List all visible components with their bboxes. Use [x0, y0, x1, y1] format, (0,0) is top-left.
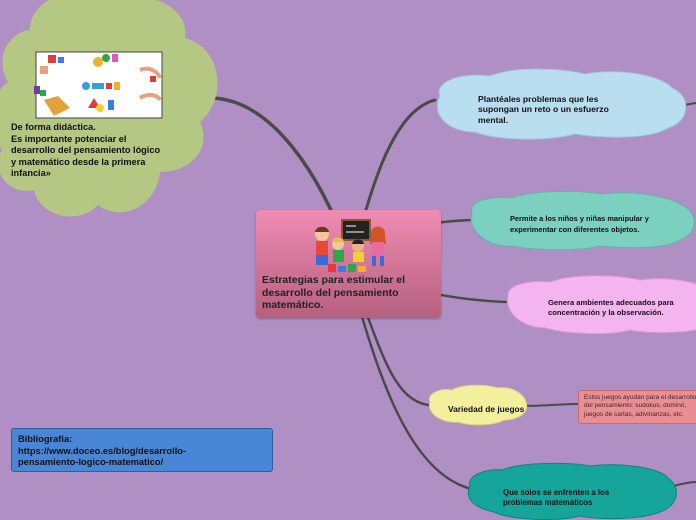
topic-5-line-2: problemas matemáticos — [503, 498, 593, 508]
topic-3-text[interactable]: Genera ambientes adecuados para concentr… — [548, 298, 696, 319]
topic-1-text[interactable]: Plantéales problemas que les supongan un… — [478, 94, 658, 125]
left-topic-line-1: De forma didáctica. — [11, 122, 96, 132]
topic-5-text[interactable]: Que solos se enfrenten a los problemas m… — [503, 488, 663, 508]
topic-4-line-1: Variedad de juegos — [448, 404, 525, 414]
central-topic-title: Estrategias para estimular el desarrollo… — [262, 274, 405, 312]
central-topic[interactable]: Estrategias para estimular el desarrollo… — [256, 210, 441, 318]
topic-1-line-1: Plantéales problemas que les — [478, 94, 599, 104]
topic-1-line-2: supongan un reto o un esfuerzo — [478, 104, 609, 115]
topic-3-line-2: concentración y la observación. — [548, 308, 664, 318]
children-at-blackboard-illustration — [315, 219, 386, 272]
topic-3-line-1: Genera ambientes adecuados para — [548, 298, 674, 307]
games-note-text: Estos juegos ayudan para el desarrollo d… — [584, 394, 696, 418]
topic-1-line-3: mental. — [478, 114, 509, 125]
connector-topic-5 — [354, 294, 470, 490]
topic-cloud-5 — [467, 462, 677, 520]
topic-cloud-4 — [428, 384, 528, 426]
topic-cloud-3 — [506, 275, 696, 335]
bibliography-line-3: pensamiento-logico-matematico/ — [18, 457, 164, 468]
left-topic-text[interactable]: De forma didáctica. Es importante potenc… — [11, 122, 201, 180]
topic-cloud-1 — [437, 68, 687, 140]
bibliography-box[interactable]: Bibliografia: https://www.doceo.es/blog/… — [11, 428, 273, 472]
left-topic-line-4: y matemático desde la primera — [11, 156, 146, 167]
games-note[interactable]: Estos juegos ayudan para el desarrollo d… — [578, 390, 696, 424]
topic-2-line-2: experimentar con diferentes objetos. — [510, 224, 640, 234]
topic-5-line-1: Que solos se enfrenten a los — [503, 488, 610, 497]
bibliography-line-2: https://www.doceo.es/blog/desarrollo- — [18, 445, 187, 456]
topic-cloud-2 — [470, 190, 695, 251]
left-topic-line-3: desarrollo del pensamiento lógico — [11, 145, 161, 155]
left-topic-line-2: Es importante potenciar el — [11, 133, 127, 144]
topic-2-line-1: Permite a los niños y niñas manipular y — [510, 214, 649, 223]
math-manipulatives-illustration — [34, 51, 163, 119]
left-topic-line-5: infancia» — [11, 168, 51, 178]
connector-note — [521, 403, 579, 407]
bibliography-line-1: Bibliografia: — [18, 434, 73, 444]
topic-4-text[interactable]: Variedad de juegos — [448, 404, 528, 415]
topic-2-text[interactable]: Permite a los niños y niñas manipular y … — [510, 214, 690, 235]
